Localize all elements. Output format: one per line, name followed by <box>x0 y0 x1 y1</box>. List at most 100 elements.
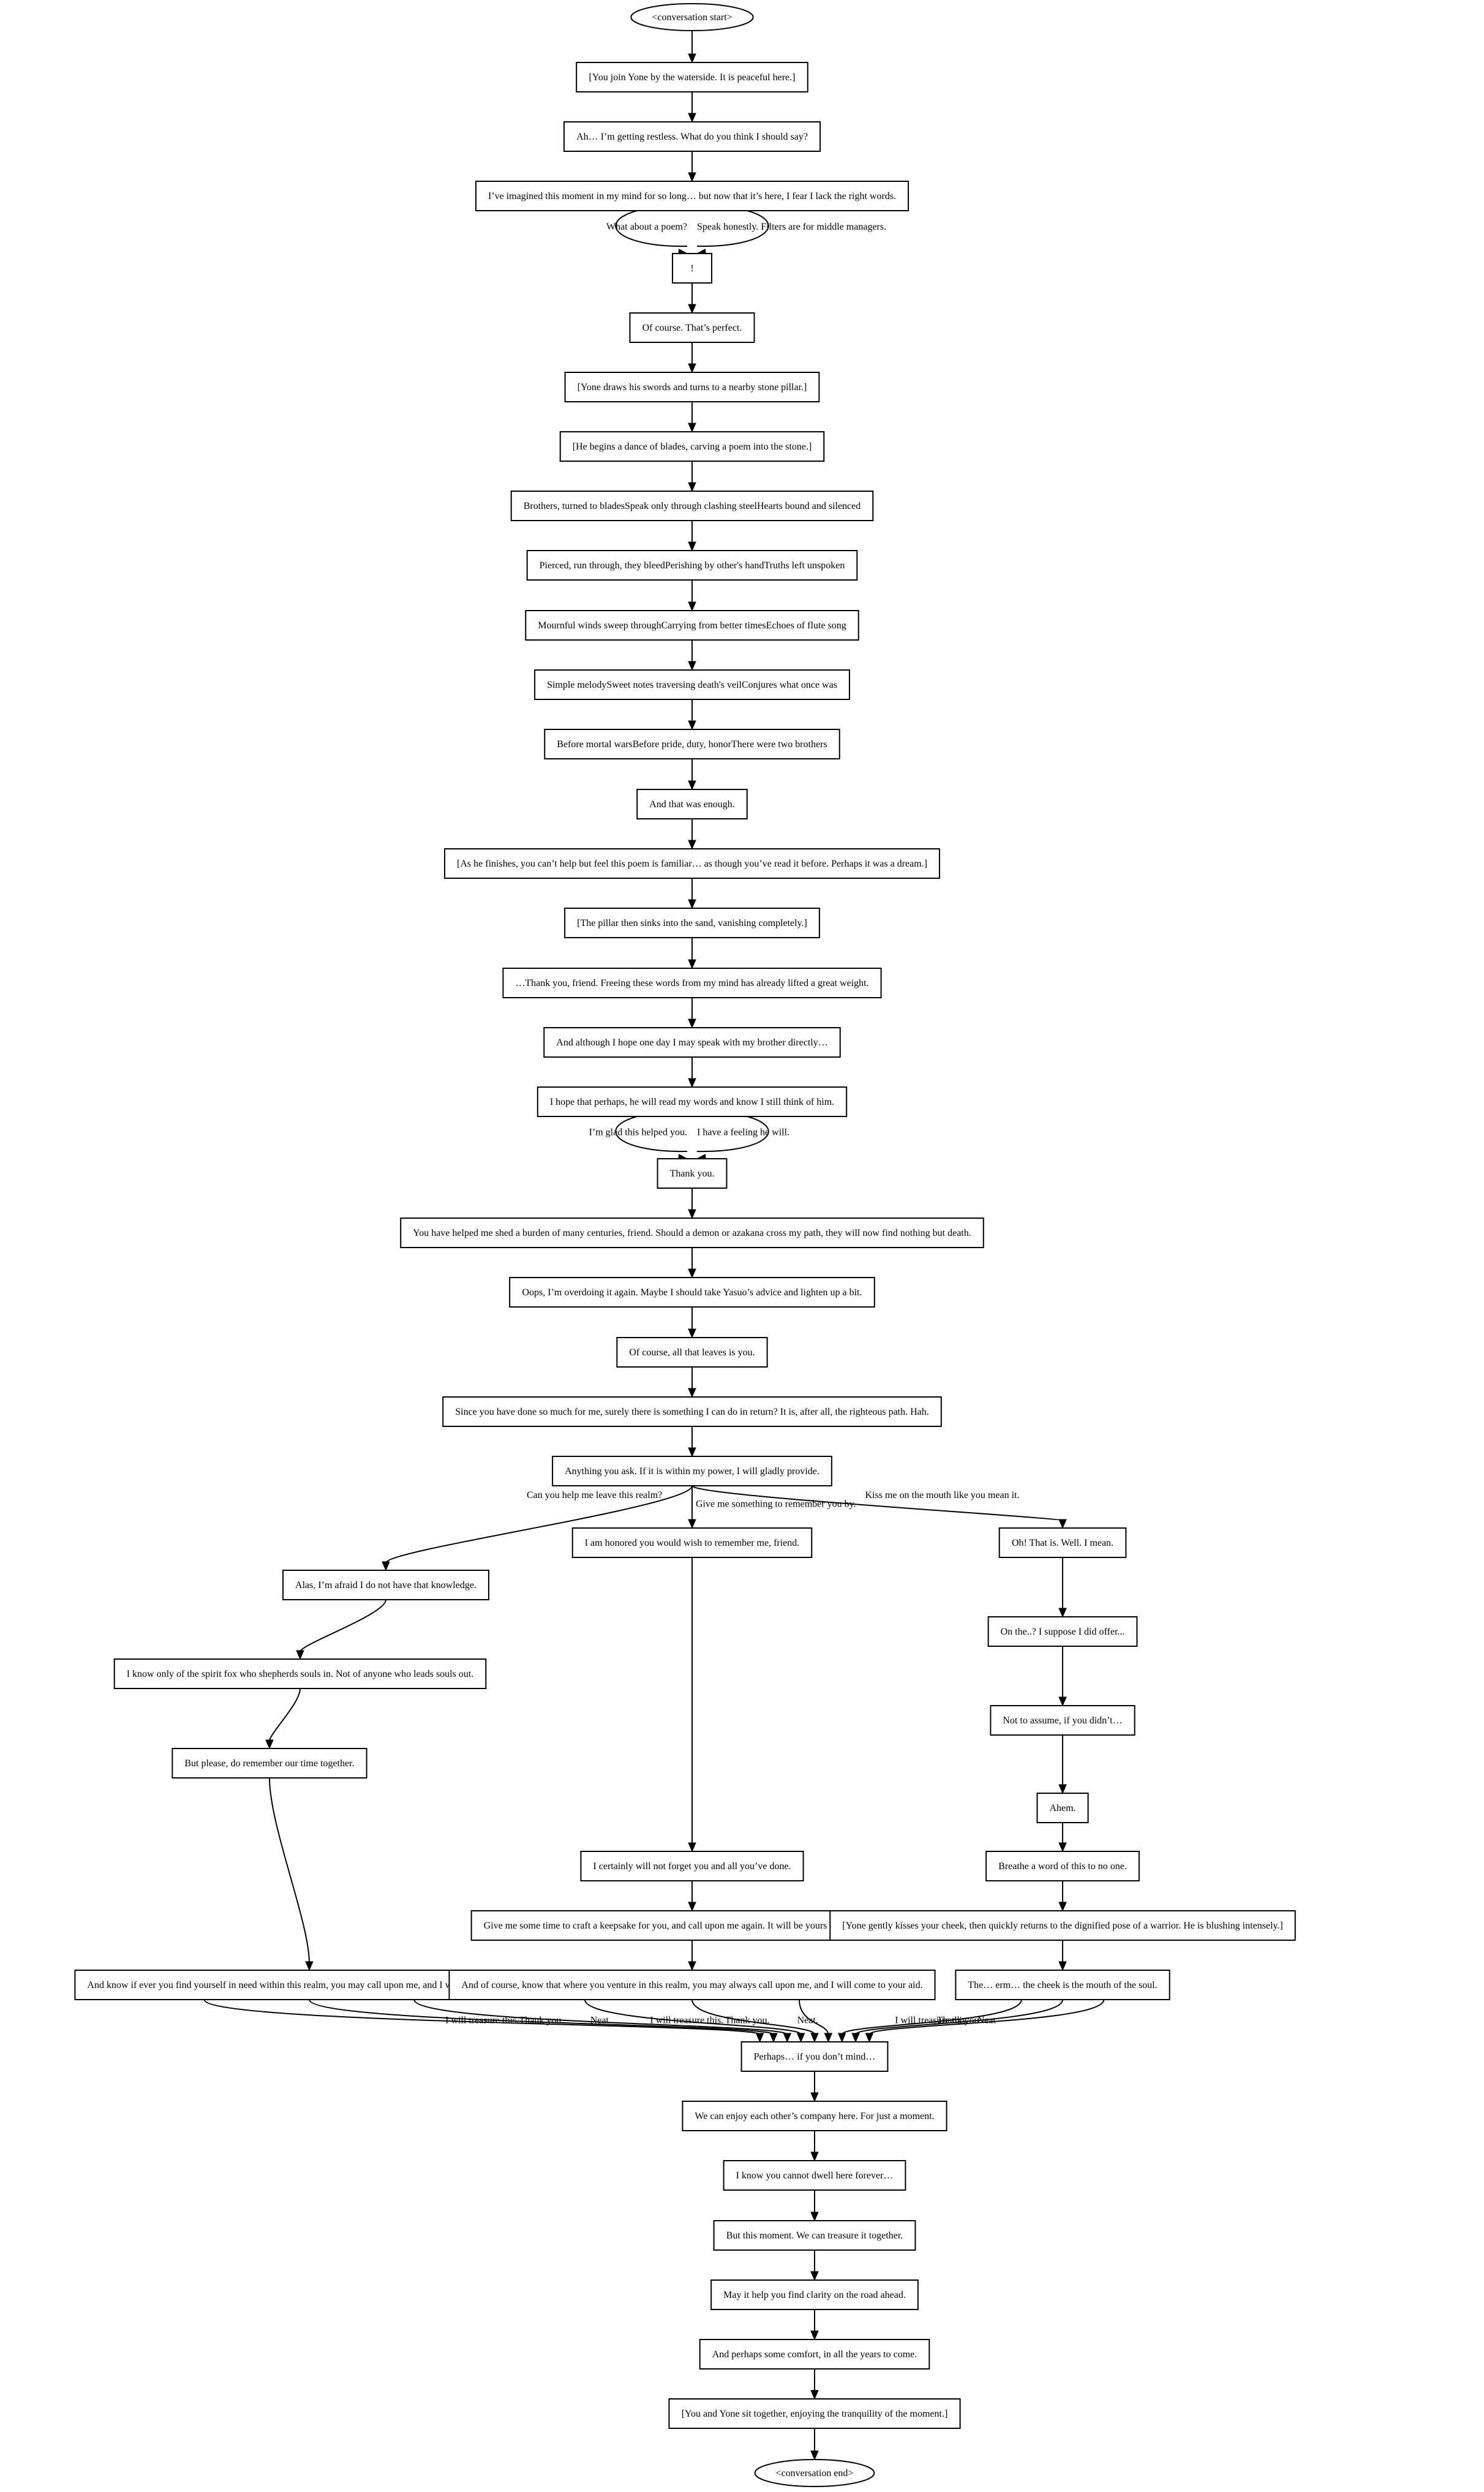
node-shape <box>630 3 754 31</box>
edge-n4-n5 <box>688 282 696 314</box>
edge-label: Neat <box>977 2016 996 2026</box>
node-c3: Not to assume, if you didn’t… <box>990 1705 1136 1736</box>
arrowhead <box>688 959 696 969</box>
edge-label: Kiss me on the mouth like you mean it. <box>865 1490 1020 1500</box>
node-shape <box>559 431 825 462</box>
node-shape <box>563 121 821 152</box>
edge-a4-m1: Neat. <box>413 1999 792 2043</box>
arrowhead <box>688 1519 696 1529</box>
arrowhead <box>688 840 696 850</box>
arrowhead <box>688 1209 696 1219</box>
node-label: I know you cannot dwell here forever… <box>736 2170 894 2181</box>
edge-line <box>691 1485 1063 1521</box>
node-n14: [As he finishes, you can’t help but feel… <box>444 848 940 879</box>
edge-n8-n9 <box>688 520 696 552</box>
node-n22: Of course, all that leaves is you. <box>616 1337 768 1368</box>
arrowhead <box>851 2033 860 2043</box>
node-shape <box>552 1456 832 1486</box>
node-b2: I certainly will not forget you and all … <box>580 1851 804 1881</box>
edge-c5-c6 <box>1058 1881 1067 1912</box>
node-n13: And that was enough. <box>636 789 748 819</box>
node-n18: I hope that perhaps, he will read my wor… <box>537 1086 848 1117</box>
edge-m2-m3 <box>810 2131 819 2162</box>
node-shape <box>723 2160 906 2191</box>
arrowhead <box>688 601 696 612</box>
nodes-layer: <conversation start> [You join Yone by th… <box>74 3 1296 2487</box>
arrowhead <box>688 53 696 64</box>
edge-label: Thank you. <box>725 2016 770 2026</box>
node-n24: Anything you ask. If it is within my pow… <box>552 1456 832 1486</box>
edge-n16-n17 <box>688 997 696 1029</box>
edge-b1-b2 <box>688 1557 696 1853</box>
node-n6: [Yone draws his swords and turns to a ne… <box>564 372 820 402</box>
edge-label: I will treasure this. <box>445 2016 519 2026</box>
node-label: Of course, all that leaves is you. <box>629 1347 755 1358</box>
arrowhead <box>688 1902 696 1912</box>
edge-m6-m7 <box>810 2369 819 2400</box>
node-n2: Ah… I’m getting restless. What do you th… <box>563 121 821 152</box>
node-label: Perhaps… if you don’t mind… <box>754 2052 876 2062</box>
node-label: Anything you ask. If it is within my pow… <box>565 1466 819 1477</box>
edge-n23-n24 <box>688 1426 696 1458</box>
edge-label: I will treasure this. <box>650 2016 723 2026</box>
node-label: Oops, I’m overdoing it again. Maybe I sh… <box>522 1287 862 1298</box>
node-label: May it help you find clarity on the road… <box>723 2290 906 2300</box>
edge-n18-n19: I’m glad this helped you. <box>589 1116 688 1162</box>
arrowhead <box>810 2271 819 2281</box>
node-shape <box>171 1748 367 1779</box>
node-label: [The pillar then sinks into the sand, va… <box>577 918 807 928</box>
node-c2: On the..? I suppose I did offer... <box>987 1616 1138 1647</box>
edge-label: Can you help me leave this realm? <box>527 1490 662 1500</box>
node-shape <box>616 1337 768 1368</box>
node-shape <box>543 1027 841 1058</box>
arrowhead <box>305 1961 314 1971</box>
node-n16: …Thank you, friend. Freeing these words … <box>502 968 882 998</box>
arrowhead <box>865 2033 874 2043</box>
node-shape <box>400 1218 984 1248</box>
node-shape <box>544 729 840 759</box>
node-label: Mournful winds sweep throughCarrying fro… <box>538 620 846 631</box>
node-n4: ! <box>672 253 712 284</box>
edge-c7-m1: Neat <box>865 1999 1105 2043</box>
node-shape <box>1036 1793 1089 1823</box>
node-shape <box>657 1158 728 1189</box>
arrowhead <box>1058 1842 1067 1853</box>
node-label: We can enjoy each other’s company here. … <box>695 2111 934 2121</box>
node-start: <conversation start> <box>630 3 754 31</box>
edge-n11-n12 <box>688 699 696 731</box>
arrowhead <box>810 2450 819 2461</box>
arrowhead <box>755 2033 764 2043</box>
node-label: Brothers, turned to bladesSpeak only thr… <box>524 501 861 511</box>
node-shape <box>629 312 755 343</box>
edge-b4-m1: Neat. <box>797 1999 833 2043</box>
node-label: Before mortal warsBefore pride, duty, ho… <box>557 739 827 750</box>
edge-n24-b1: Give me something to remember you by. <box>688 1485 856 1529</box>
node-label: You have helped me shed a burden of many… <box>413 1228 971 1238</box>
node-label: [Yone gently kisses your cheek, then qui… <box>842 1921 1282 1931</box>
node-label: [You join Yone by the waterside. It is p… <box>589 72 796 83</box>
edge-n20-n21 <box>688 1247 696 1279</box>
node-label: Breathe a word of this to no one. <box>998 1861 1127 1872</box>
edge-c4-c5 <box>1058 1823 1067 1853</box>
edge-line <box>841 1999 1022 2035</box>
edge-n6-n7 <box>688 401 696 433</box>
arrowhead <box>783 2033 792 2043</box>
arrowhead <box>688 1388 696 1398</box>
node-label: [You and Yone sit together, enjoying the… <box>682 2409 948 2419</box>
edge-b2-b3 <box>688 1880 696 1912</box>
edge-n18-n19: I have a feeling he will. <box>696 1116 789 1162</box>
edge-line <box>269 1688 301 1742</box>
node-c7: The… erm… the cheek is the mouth of the … <box>955 1970 1170 2000</box>
edge-n7-n8 <box>688 461 696 492</box>
edge-c1-c2 <box>1058 1557 1067 1618</box>
node-shape <box>740 2041 889 2072</box>
node-n1: [You join Yone by the waterside. It is p… <box>576 62 808 92</box>
node-m4: But this moment. We can treasure it toge… <box>713 2220 916 2251</box>
node-shape <box>510 491 874 521</box>
arrowhead <box>688 661 696 671</box>
node-label: [Yone draws his swords and turns to a ne… <box>578 382 807 393</box>
arrowhead <box>688 720 696 731</box>
edge-m3-m4 <box>810 2190 819 2222</box>
edge-a2-a3 <box>265 1688 301 1750</box>
edge-line <box>413 1999 788 2035</box>
